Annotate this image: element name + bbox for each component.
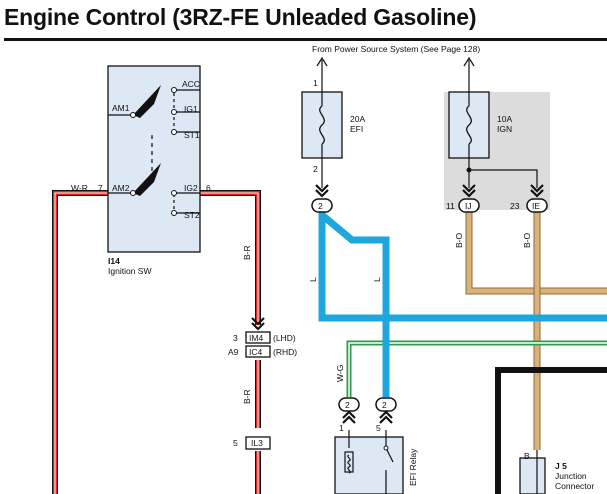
power-source-note: From Power Source System (See Page 128) bbox=[312, 44, 480, 54]
black-wire bbox=[495, 367, 607, 494]
terminal-acc: ACC bbox=[182, 79, 200, 89]
red-wire-w-r bbox=[52, 190, 108, 494]
efi-fuse-rating: 20A bbox=[350, 114, 365, 124]
power-in-arrows bbox=[316, 56, 475, 92]
ignition-switch-name: Ignition SW bbox=[108, 266, 151, 276]
ign-fuse bbox=[448, 91, 490, 159]
connector-ij: IJ bbox=[465, 201, 472, 211]
connector-il3-pin: 5 bbox=[233, 438, 238, 448]
connector-ic4: IC4 bbox=[249, 347, 263, 357]
terminal-ig2: IG2 bbox=[184, 183, 198, 193]
junction-name-2: Connector bbox=[555, 481, 594, 491]
ign-fuse-name: IGN bbox=[497, 124, 512, 134]
green-wire-w-g bbox=[346, 340, 607, 397]
connector-il3: IL3 bbox=[251, 438, 263, 448]
connector-relay-right: 2 bbox=[382, 400, 387, 410]
connector-efi-out: 2 bbox=[318, 201, 323, 211]
junction-code: J 5 bbox=[555, 461, 567, 471]
ign-fuse-rating: 10A bbox=[497, 114, 512, 124]
connector-ovals bbox=[311, 198, 548, 412]
connector-relay-left: 2 bbox=[345, 400, 350, 410]
efi-relay-pin-left: 1 bbox=[339, 423, 344, 433]
efi-relay-pin-right: 5 bbox=[376, 423, 381, 433]
pin-am2: 7 bbox=[98, 183, 103, 193]
terminal-ig1: IG1 bbox=[184, 104, 198, 114]
pin-ig2: 6 bbox=[206, 183, 211, 193]
connector-ij-pin: 11 bbox=[446, 201, 455, 211]
efi-fuse-name: EFI bbox=[350, 124, 363, 134]
junction-name-1: Junction bbox=[555, 471, 587, 481]
blue-wire-l bbox=[318, 212, 607, 397]
ignition-switch-code: I14 bbox=[108, 256, 120, 266]
efi-relay-name: EFI Relay bbox=[408, 448, 418, 486]
junction-connector bbox=[519, 450, 546, 494]
connector-im4-pin: 3 bbox=[233, 333, 238, 343]
arrow-chevrons bbox=[251, 184, 544, 424]
connector-ic4-pin: A9 bbox=[228, 347, 239, 357]
efi-fuse-pin-bottom: 2 bbox=[313, 164, 318, 174]
terminal-st1: ST1 bbox=[184, 130, 200, 140]
connector-ic4-note: (RHD) bbox=[273, 347, 297, 357]
title-rule bbox=[4, 38, 607, 41]
efi-relay bbox=[334, 430, 404, 494]
connector-ie-pin: 23 bbox=[510, 201, 520, 211]
terminal-st2: ST2 bbox=[184, 210, 200, 220]
wire-label-w-g: W-G bbox=[335, 365, 345, 382]
wire-label-w-r: W-R bbox=[71, 183, 88, 193]
efi-fuse bbox=[301, 91, 343, 159]
wire-label-l-2: L bbox=[372, 277, 382, 282]
ignition-switch: ACC AM1 IG1 ST1 AM2 IG2 ST2 bbox=[107, 65, 201, 253]
tan-wire-b-o bbox=[465, 212, 607, 450]
inline-connectors bbox=[245, 331, 271, 450]
wire-label-b-r-2: B-R bbox=[242, 389, 252, 404]
ign-junction-dot bbox=[466, 167, 472, 173]
junction-pin: B bbox=[524, 451, 530, 461]
page-title: Engine Control (3RZ-FE Unleaded Gasoline… bbox=[4, 4, 477, 30]
connector-ie: IE bbox=[532, 201, 540, 211]
red-wire-b-r bbox=[200, 190, 261, 494]
terminal-am1: AM1 bbox=[112, 103, 130, 113]
wire-label-b-o-2: B-O bbox=[522, 233, 532, 249]
wire-label-b-r-1: B-R bbox=[242, 245, 252, 260]
connector-im4-note: (LHD) bbox=[273, 333, 296, 343]
connector-im4: IM4 bbox=[249, 333, 263, 343]
wire-label-b-o-1: B-O bbox=[454, 233, 464, 249]
efi-fuse-pin-top: 1 bbox=[313, 78, 318, 88]
wire-label-l-1: L bbox=[308, 277, 318, 282]
thin-wires bbox=[321, 158, 538, 188]
terminal-am2: AM2 bbox=[112, 183, 130, 193]
